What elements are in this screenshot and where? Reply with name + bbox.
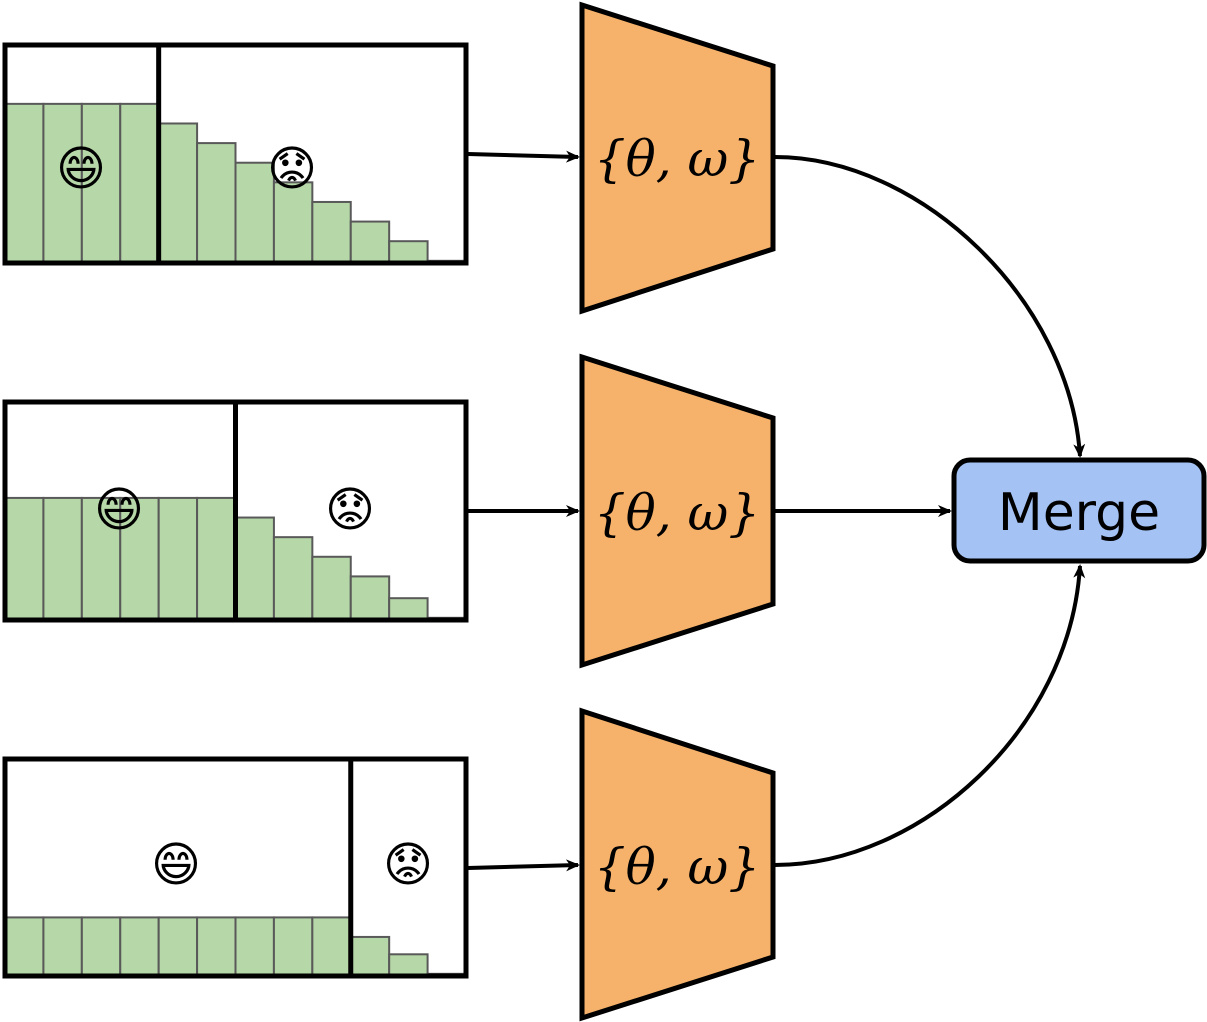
- histogram-bar: [80, 496, 122, 622]
- histogram-bar: [119, 102, 160, 264]
- histogram-bar: [272, 916, 314, 977]
- histogram-bar: [311, 555, 352, 622]
- merge-arrow: [774, 564, 1086, 867]
- worried-face-icon: 😟: [383, 837, 433, 893]
- histogram-bar: [388, 953, 429, 977]
- histogram-frame: [2, 42, 469, 266]
- histogram-bar: [4, 916, 45, 977]
- grinning-face-icon: 😄: [151, 837, 201, 893]
- histogram-bar: [119, 916, 160, 977]
- row-3: 😄 😟 {θ, ω}: [2, 564, 1086, 1022]
- histogram-bar: [196, 142, 237, 265]
- histogram-bar: [388, 597, 429, 622]
- histogram-bar: [311, 200, 352, 265]
- grinning-face-icon: 😄: [56, 141, 106, 197]
- histogram-bar: [349, 220, 391, 264]
- histogram-bar: [196, 916, 237, 977]
- histogram-bar: [234, 516, 275, 621]
- merge-node: Merge: [951, 457, 1207, 564]
- histogram-bars: [4, 102, 467, 265]
- histogram-bar: [234, 916, 275, 977]
- histogram-bar: [4, 496, 45, 622]
- histogram-bar: [311, 916, 352, 977]
- histogram-bar: [157, 496, 199, 622]
- grinning-face-icon: 😄: [94, 482, 144, 538]
- histogram-bar: [157, 916, 199, 977]
- merge-arrow: [774, 155, 1086, 458]
- histogram-bar: [272, 181, 314, 264]
- row-1: 😄 😟 {θ, ω}: [2, 1, 1086, 458]
- histogram-bar: [42, 102, 83, 264]
- histogram-bar: [349, 575, 391, 622]
- merge-box: [951, 457, 1207, 564]
- histogram-bar: [349, 935, 391, 978]
- model-block: [579, 1, 776, 315]
- histogram-bar: [42, 496, 83, 622]
- histogram-bars: [4, 916, 467, 978]
- model-block: [579, 707, 776, 1022]
- histogram-bar: [4, 102, 45, 264]
- worried-face-icon: 😟: [267, 141, 317, 197]
- model-label: {θ, ω}: [594, 130, 760, 188]
- merge-label: Merge: [998, 483, 1160, 543]
- histogram-bar: [80, 916, 122, 977]
- worried-face-icon: 😟: [325, 482, 375, 538]
- model-block: [579, 353, 776, 669]
- histogram-bar: [42, 916, 83, 977]
- input-arrow: [467, 150, 580, 163]
- model-label: {θ, ω}: [594, 838, 760, 896]
- histogram-bar: [388, 240, 429, 264]
- row-2: 😄 😟 {θ, ω}: [2, 353, 952, 669]
- model-label: {θ, ω}: [594, 484, 760, 542]
- histogram-frame: [2, 756, 469, 979]
- histogram-bar: [157, 122, 199, 265]
- input-arrow: [467, 859, 580, 872]
- histogram-bar: [272, 536, 314, 621]
- histogram-bar: [196, 496, 237, 622]
